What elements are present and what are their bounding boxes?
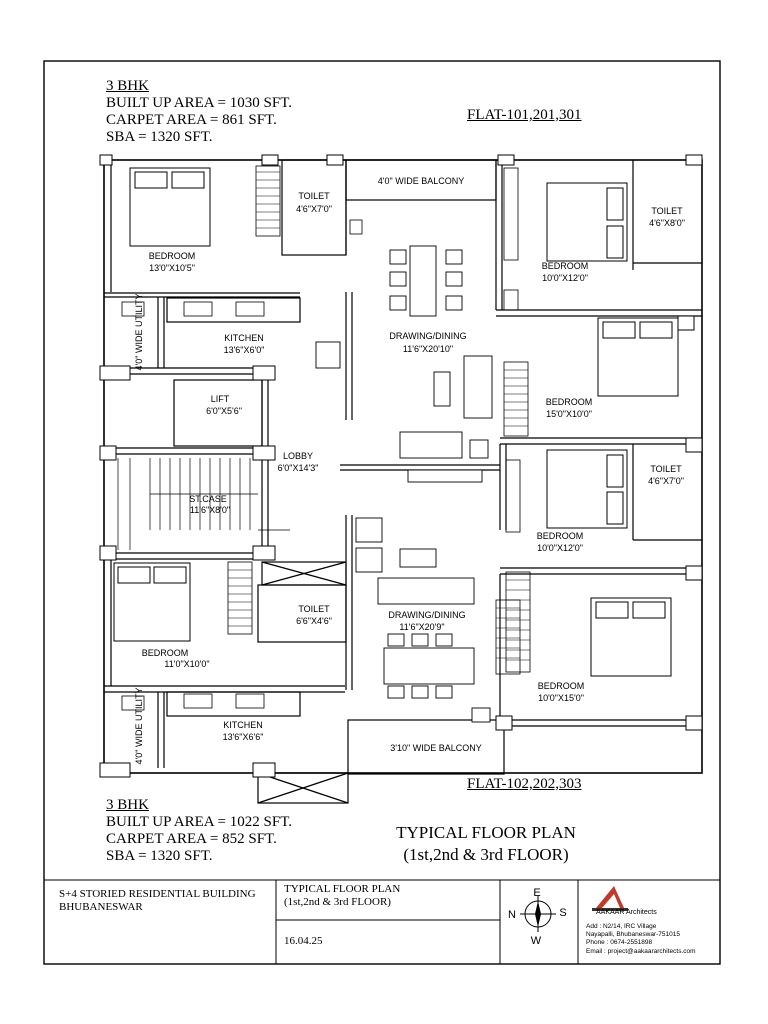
bedroom-tr-label: BEDROOM [542,261,589,271]
north-compass: E N S W [508,887,567,947]
flat-bottom-carpet: CARPET AREA = 852 SFT. [106,831,277,847]
toilet-top-size: 4'6"X7'0" [296,204,332,214]
flat-top-builtup: BUILT UP AREA = 1030 SFT. [106,95,292,111]
flat-top-type: 3 BHK [106,78,149,94]
kitchen-top-size: 13'6"X6'0" [224,345,265,355]
flat-top-info: 3 BHK BUILT UP AREA = 1030 SFT. CARPET A… [106,78,292,146]
bedroom-br-size: 10'0"X15'0" [538,693,584,703]
toilet-r3-label: TOILET [650,464,682,474]
toilet-tr-size: 4'6"X8'0" [649,218,685,228]
bedroom-tr-size: 10'0"X12'0" [542,273,588,283]
flat-bottom-type: 3 BHK [106,797,149,813]
compass-s: S [559,907,566,919]
plan-walls [103,159,703,804]
utility-top-label: 4'0" WIDE UTILITY [134,294,144,371]
bedroom-tl-label: BEDROOM [149,251,196,261]
plan-title: TYPICAL FLOOR PLAN (1st,2nd & 3rd FLOOR) [370,822,602,866]
plan-title-line1: TYPICAL FLOOR PLAN [396,823,576,842]
bedroom-r2-label: BEDROOM [546,397,593,407]
flat-top-sba: SBA = 1320 SFT. [106,129,213,145]
compass-w: W [531,935,542,947]
bedroom-br-label: BEDROOM [538,681,585,691]
flat-bottom-sba: SBA = 1320 SFT. [106,848,213,864]
project-location: BHUBANESWAR [59,901,143,913]
architect-phone: Phone : 0674-2551898 [586,939,653,946]
drawing-title: TYPICAL FLOOR PLAN (1st,2nd & 3rd FLOOR) [284,883,400,909]
project-info: S+4 STORIED RESIDENTIAL BUILDING BHUBANE… [59,888,256,914]
flat-bottom-numbers: FLAT-102,202,303 [467,776,582,792]
flat-top-numbers: FLAT-101,201,301 [467,107,582,123]
bedroom-r3-size: 10'0"X12'0" [537,543,583,553]
title-block [44,879,720,964]
project-name: S+4 STORIED RESIDENTIAL BUILDING [59,888,256,900]
drawing-title-line1: TYPICAL FLOOR PLAN [284,883,401,895]
plan-title-line2: (1st,2nd & 3rd FLOOR) [403,845,569,864]
staircase-label: ST.CASE [189,494,227,504]
architect-email: Email : project@aakaararchitects.com [586,948,696,955]
lobby-size: 6'0"X14'3" [278,463,319,473]
drawing-top-label: DRAWING/DINING [389,331,466,341]
staircase-treads [117,458,290,550]
drawing-top-size: 11'6"X20'10" [403,344,453,354]
bedroom-bl-size: 11'0"X10'0" [164,659,209,669]
plan-columns [99,154,703,778]
drawing-bottom-size: 11'6"X20'9" [399,622,444,632]
architect-address-2: Nayapalli, Bhubaneswar-751015 [586,931,680,938]
balcony-bottom-label: 3'10" WIDE BALCONY [390,743,481,753]
flat-bottom-info: 3 BHK BUILT UP AREA = 1022 SFT. CARPET A… [106,797,292,865]
lift-size: 6'0"X5'6" [206,406,242,416]
compass-e: E [533,887,540,899]
toilet-top-label: TOILET [298,191,330,201]
utility-bottom-label: 4'0" WIDE UTILITY [134,688,144,765]
architect-address-1: Add : N2/14, IRC Village [586,923,657,930]
balcony-top-label: 4'0" WIDE BALCONY [378,176,464,186]
drawing-title-line2: (1st,2nd & 3rd FLOOR) [284,896,391,908]
bedroom-r2-size: 15'0"X10'0" [546,409,592,419]
kitchen-bottom-size: 13'6"X6'6" [223,732,264,742]
toilet-tr-label: TOILET [651,206,683,216]
staircase-size: 11'6"X8'0" [190,505,230,515]
architect-logo [592,886,628,911]
toilet-bottom-label: TOILET [298,604,330,614]
flat-top-carpet: CARPET AREA = 861 SFT. [106,112,277,128]
bedroom-r3-label: BEDROOM [537,531,584,541]
lift-label: LIFT [211,394,230,404]
kitchen-top-label: KITCHEN [224,333,264,343]
furniture-beds [113,167,679,677]
kitchen-bottom-label: KITCHEN [223,720,263,730]
flat-bottom-builtup: BUILT UP AREA = 1022 SFT. [106,814,292,830]
furniture-living [315,245,493,723]
wardrobe-hatching [228,171,530,661]
bedroom-bl-label: BEDROOM [142,648,189,658]
architect-name: AAKAAR Architects [596,909,657,916]
toilet-bottom-size: 6'6"X4'6" [296,616,332,626]
drawing-bottom-label: DRAWING/DINING [388,610,465,620]
sheet-border [43,60,721,965]
lobby-label: LOBBY [283,451,313,461]
compass-n: N [508,909,516,921]
toilet-r3-size: 4'6"X7'0" [648,476,684,486]
bedroom-tl-size: 13'0"X10'5" [149,263,195,273]
drawing-date: 16.04.25 [284,935,323,947]
kitchen-fixtures [121,219,363,711]
